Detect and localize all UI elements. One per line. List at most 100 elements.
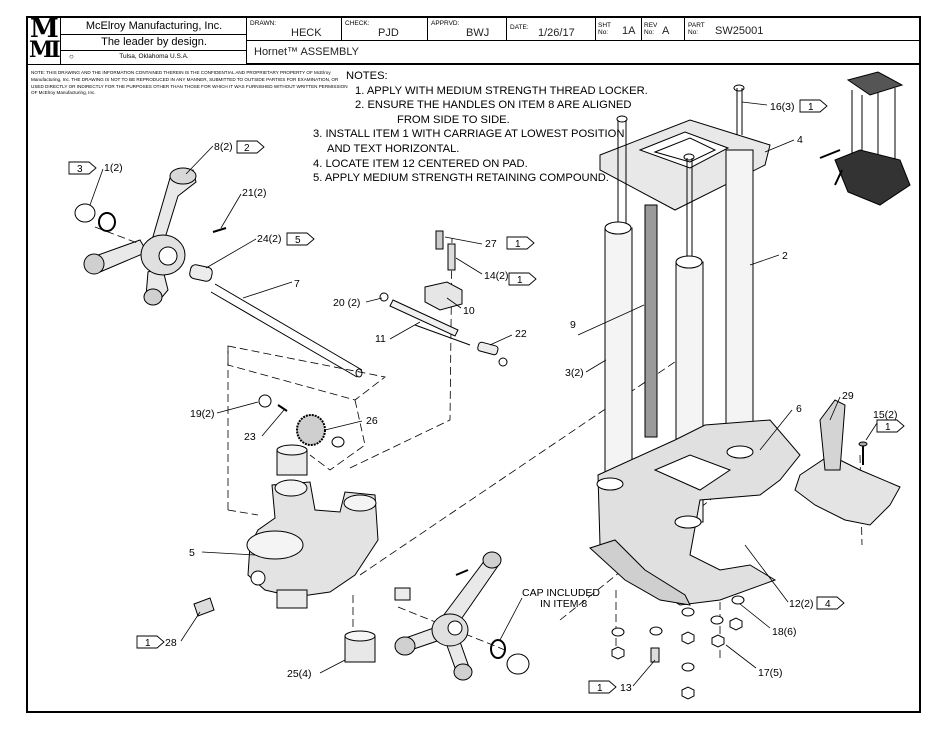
handle-knob xyxy=(394,636,416,656)
note-line: 3. INSTALL ITEM 1 WITH CARRIAGE AT LOWES… xyxy=(313,128,625,141)
flag-label: 4 xyxy=(825,599,831,610)
callout: 28 xyxy=(165,637,177,649)
callout: 16(3) xyxy=(770,101,795,113)
rack-9 xyxy=(644,204,658,438)
centerline xyxy=(94,226,141,245)
leader xyxy=(220,193,242,229)
note-flag xyxy=(876,419,905,433)
callout: 11 xyxy=(375,333,386,345)
flag-label: 1 xyxy=(145,638,151,649)
nut-17 xyxy=(681,686,695,700)
leader xyxy=(89,168,104,206)
leader xyxy=(446,297,462,309)
iso-handle xyxy=(819,149,843,186)
leader xyxy=(242,281,293,299)
company-box: McElroy Manufacturing, Inc. The leader b… xyxy=(61,18,247,64)
callout: 27 xyxy=(485,238,497,250)
bearing-top xyxy=(276,444,308,456)
leader xyxy=(585,359,607,373)
check-value: PJD xyxy=(378,27,399,39)
leader xyxy=(365,297,383,303)
centerline xyxy=(359,344,701,576)
sheet-value: 1A xyxy=(622,25,636,37)
leader xyxy=(489,334,513,346)
note-line: AND TEXT HORIZONTAL. xyxy=(327,142,460,155)
part-cell: PART No: SW25001 xyxy=(685,18,919,41)
base-pad-12 xyxy=(589,539,691,606)
side-port xyxy=(250,570,266,586)
note-flag xyxy=(68,161,97,175)
bracket-29 xyxy=(794,399,901,526)
nut-17 xyxy=(611,646,625,660)
note-flag xyxy=(236,140,265,154)
iso-base xyxy=(834,149,911,206)
callout: 14(2) xyxy=(484,270,509,282)
handle-knob xyxy=(143,288,163,306)
hub-bore xyxy=(447,620,463,636)
leader xyxy=(741,101,768,106)
leader xyxy=(749,254,780,266)
handle-assembly-upper xyxy=(74,167,363,378)
centerline xyxy=(349,237,453,469)
apprvd-cell: APPRVD: BWJ xyxy=(428,18,507,41)
leader xyxy=(739,603,771,629)
callout: 23 xyxy=(244,431,256,443)
note-flags xyxy=(68,99,905,694)
callout: 12(2) xyxy=(789,598,814,610)
flag-label: 1 xyxy=(515,239,521,250)
rod-cap xyxy=(616,115,628,123)
gear-26 xyxy=(296,414,326,446)
housing-boss xyxy=(274,479,308,497)
callout: 15(2) xyxy=(873,409,898,421)
part-value: SW25001 xyxy=(715,25,764,37)
leader xyxy=(499,597,523,641)
callout: 21(2) xyxy=(242,187,267,199)
key-23 xyxy=(277,404,288,412)
callout: 5 xyxy=(189,547,195,559)
rev-value: A xyxy=(662,25,670,37)
nut-17 xyxy=(729,617,743,631)
callout: 18(6) xyxy=(772,626,797,638)
logo-top: M xyxy=(30,14,59,44)
nut-17 xyxy=(681,631,695,645)
bracket-arm xyxy=(819,399,846,471)
cap-part xyxy=(74,203,96,223)
leader xyxy=(319,659,346,674)
logo-bottom: MI xyxy=(29,37,61,63)
washer-18 xyxy=(681,662,695,672)
callout: 24(2) xyxy=(257,233,282,245)
flag-label: 5 xyxy=(295,235,301,246)
note-flag xyxy=(588,680,617,694)
check-cell: CHECK: PJD xyxy=(342,18,428,41)
washer-18 xyxy=(611,627,625,637)
washer-22 xyxy=(498,357,508,367)
leader xyxy=(759,409,793,451)
spacer-22 xyxy=(477,341,499,356)
note-flag xyxy=(286,232,315,246)
callout: 13 xyxy=(620,682,632,694)
washer-20 xyxy=(379,292,389,302)
tube-socket xyxy=(674,515,702,529)
note-line: FROM SIDE TO SIDE. xyxy=(397,113,510,126)
rack-link-11 xyxy=(389,299,459,337)
washer-18 xyxy=(731,595,745,605)
callouts: 1(2) 8(2) 21(2) 24(2) 7 27 14(2) 10 20 (… xyxy=(104,101,898,694)
washer-18 xyxy=(681,607,695,617)
shaft-part xyxy=(210,283,363,378)
bearing-lower xyxy=(276,589,308,609)
callout: CAP INCLUDED xyxy=(522,587,600,599)
screw-14 xyxy=(447,243,456,271)
leader xyxy=(764,139,795,153)
leader xyxy=(725,644,757,669)
handle-knob xyxy=(453,663,473,681)
callout: 29 xyxy=(842,390,854,402)
note-flag xyxy=(136,635,165,649)
bracket-body xyxy=(794,454,901,526)
hardware xyxy=(611,595,745,700)
rod-cap xyxy=(683,153,695,161)
tube-socket xyxy=(726,445,754,459)
gearbox-body xyxy=(193,394,411,663)
rack-link-11b xyxy=(414,324,471,346)
base-recess xyxy=(653,454,732,491)
